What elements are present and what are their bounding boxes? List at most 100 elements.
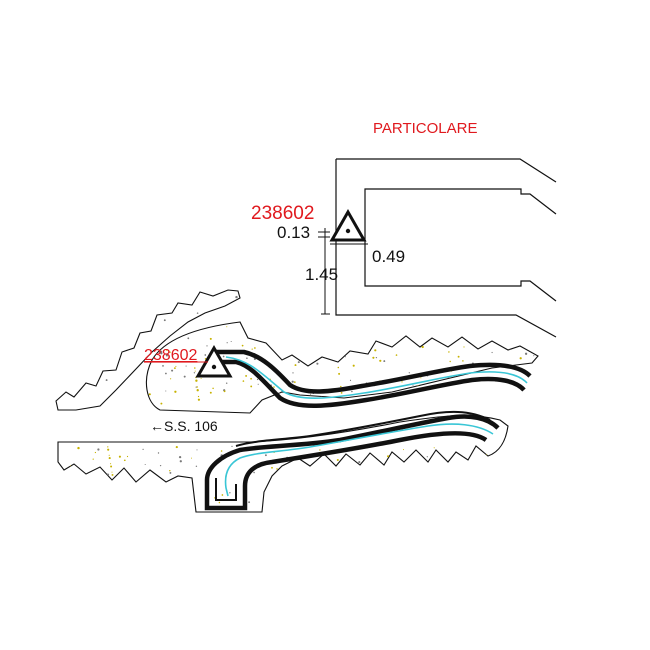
channel-lower-box (215, 478, 237, 501)
speckle-dot (184, 254, 185, 255)
speckle-dot (534, 368, 537, 372)
speckle-dot (421, 345, 424, 349)
speckle-dot (478, 401, 481, 403)
speckle-dot (250, 377, 252, 380)
speckle-dot (520, 337, 522, 339)
speckle-dot (239, 233, 241, 235)
speckle-dot (110, 463, 112, 465)
speckle-dot (102, 186, 103, 187)
speckle-dot (236, 229, 237, 230)
speckle-dot (89, 202, 90, 203)
speckle-dot (290, 278, 291, 279)
speckle-dot (241, 309, 243, 311)
detail-marker-code: 238602 (251, 203, 314, 224)
speckle-dot (219, 183, 220, 184)
speckle-dot (110, 465, 113, 468)
speckle-dot (338, 372, 341, 375)
speckle-dot (462, 360, 464, 362)
speckle-dot (316, 362, 319, 365)
speckle-dot (111, 471, 113, 473)
speckle-dot (333, 399, 336, 402)
dim-vertical-label: 1.45 (305, 265, 338, 284)
speckle-dot (286, 349, 289, 352)
speckle-dot (264, 454, 267, 457)
speckle-dot (90, 238, 91, 239)
speckle-dot (88, 154, 90, 156)
speckle-dot (276, 468, 278, 470)
speckle-dot (398, 489, 401, 492)
speckle-dot (401, 499, 403, 501)
speckle-dot (204, 354, 207, 356)
speckle-dot (182, 165, 184, 167)
speckle-dot (66, 479, 69, 482)
speckle-dot (351, 390, 353, 393)
speckle-dot (328, 496, 330, 499)
speckle-dot (213, 171, 215, 173)
speckle-dot (209, 391, 212, 394)
speckle-dot (165, 354, 168, 357)
speckle-dot (524, 352, 528, 355)
speckle-dot (196, 389, 199, 392)
speckle-dot (175, 365, 177, 367)
plan-view: 238602 ←S.S. 106 (55, 154, 539, 513)
speckle-dot (241, 344, 244, 347)
speckle-dot (160, 350, 163, 353)
speckle-dot (492, 483, 495, 486)
speckle-dot (401, 381, 403, 383)
speckle-dot (210, 246, 211, 247)
speckle-dot (223, 390, 226, 393)
speckle-dot (319, 449, 321, 451)
speckle-dot (169, 471, 172, 474)
speckle-dot (533, 355, 535, 357)
speckle-dot (398, 484, 400, 486)
speckle-dot (71, 338, 73, 340)
speckle-dot (446, 343, 449, 346)
speckle-dot (458, 384, 461, 387)
detail-title: PARTICOLARE (373, 120, 477, 137)
speckle-dot (196, 312, 199, 314)
speckle-dot (176, 188, 178, 190)
speckle-dot (503, 383, 506, 386)
speckle-dot (183, 260, 185, 262)
speckle-dot (196, 386, 198, 388)
speckle-dot (426, 456, 428, 458)
speckle-dot (144, 483, 146, 485)
speckle-dot (139, 156, 141, 158)
speckle-dot (464, 501, 466, 504)
speckle-dot (310, 355, 313, 358)
speckle-dot (220, 168, 222, 170)
speckle-dot (353, 487, 356, 489)
speckle-dot (185, 365, 187, 367)
speckle-dot (289, 477, 292, 480)
speckle-dot (397, 480, 399, 482)
speckle-dot (76, 284, 77, 285)
speckle-dot (175, 446, 178, 449)
speckle-dot (352, 364, 355, 367)
speckle-dot (246, 357, 248, 359)
speckle-dot (395, 468, 398, 471)
speckle-dot (92, 458, 94, 460)
speckle-dot (104, 325, 107, 328)
dim-offset-label: 0.13 (277, 223, 310, 242)
speckle-dot (176, 212, 178, 214)
speckle-dot (243, 166, 245, 168)
speckle-dot (152, 168, 154, 170)
speckle-dot (465, 388, 468, 391)
speckle-dot (127, 250, 129, 252)
speckle-dot (126, 455, 129, 458)
speckle-dot (395, 354, 398, 356)
speckle-dot (198, 271, 199, 272)
speckle-dot (204, 182, 206, 184)
speckle-dot (402, 449, 405, 451)
speckle-dot (166, 349, 168, 351)
speckle-dot (291, 380, 294, 383)
speckle-dot (467, 467, 471, 470)
speckle-dot (95, 231, 96, 232)
speckle-dot (191, 457, 192, 459)
channel-lower-wall-outer (204, 414, 500, 511)
speckle-dot (370, 471, 373, 474)
speckle-dot (273, 386, 275, 388)
speckle-dot (290, 301, 292, 304)
speckle-dot (296, 307, 299, 310)
